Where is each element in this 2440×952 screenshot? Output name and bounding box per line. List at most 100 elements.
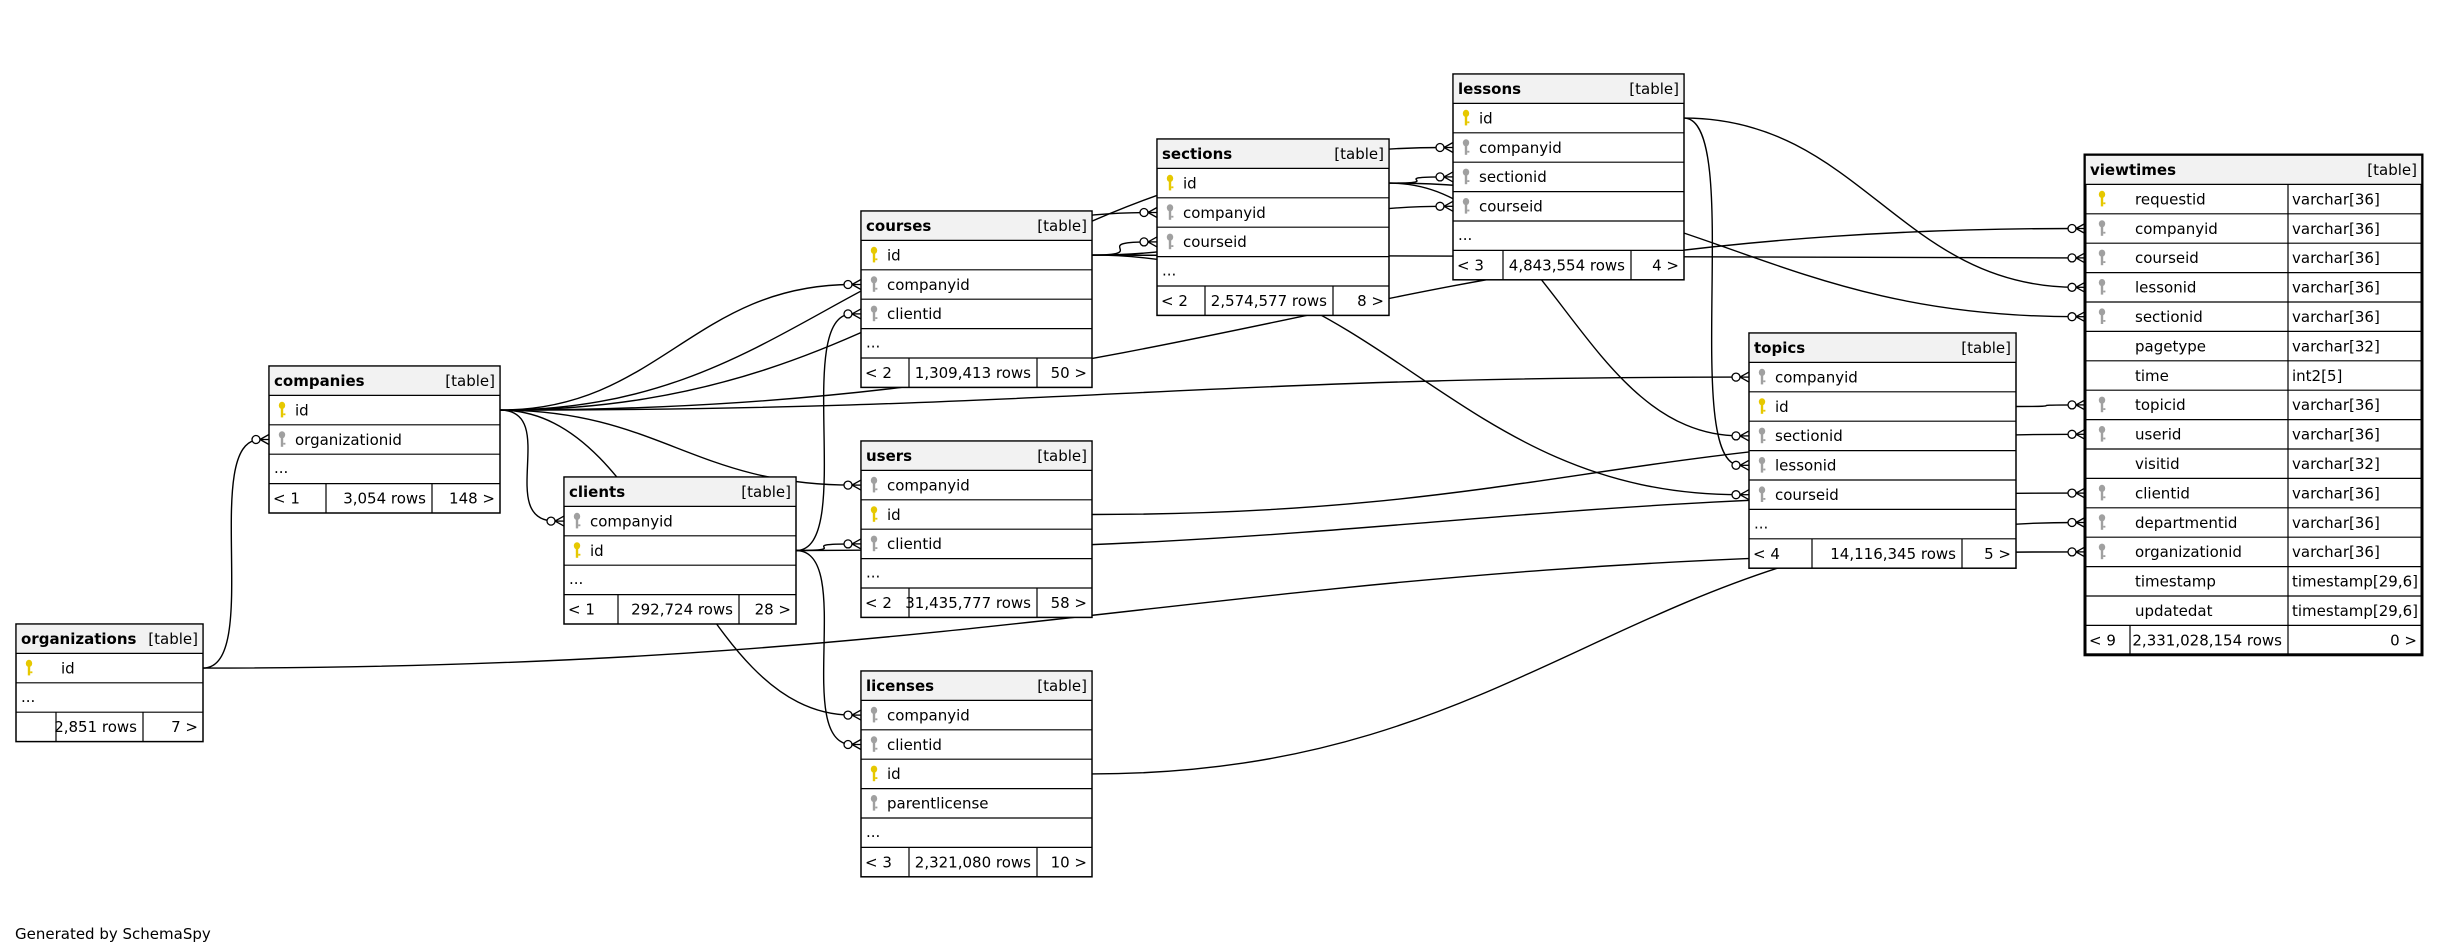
child-count[interactable]: 7 >: [171, 718, 198, 736]
relationship-line[interactable]: [499, 409, 556, 522]
column-row-companyid[interactable]: companyid: [870, 276, 970, 294]
column-row-clientid[interactable]: clientid: [870, 535, 942, 553]
column-row-companyid[interactable]: companyid: [1462, 139, 1562, 157]
column-row-id[interactable]: id: [870, 765, 901, 783]
column-row-id[interactable]: id: [278, 401, 309, 419]
foreign-key-icon: [870, 706, 878, 723]
column-name: departmentid: [2135, 514, 2237, 532]
column-row-parentlicense[interactable]: parentlicense: [870, 795, 989, 813]
column-row-sectionid[interactable]: sectionid: [1462, 168, 1547, 186]
table-name[interactable]: companies: [274, 372, 365, 390]
child-count[interactable]: 148 >: [449, 490, 495, 508]
column-row-companyid[interactable]: companyid: [870, 476, 970, 494]
child-count[interactable]: 50 >: [1051, 364, 1087, 382]
relationship-line[interactable]: [795, 313, 853, 552]
column-row-id[interactable]: id: [573, 542, 604, 560]
child-count[interactable]: 0 >: [2390, 631, 2417, 649]
relationship-line[interactable]: [1683, 117, 1741, 466]
parent-count[interactable]: < 3: [1457, 256, 1484, 274]
column-row-id[interactable]: id: [870, 506, 901, 524]
column-row-companyid[interactable]: companyid: [573, 512, 673, 530]
column-row-clientid[interactable]: clientid: [870, 305, 942, 323]
column-row-id[interactable]: id: [1758, 398, 1789, 416]
column-row-companyid[interactable]: companyid: [870, 706, 970, 724]
column-row-id[interactable]: id: [870, 246, 901, 264]
table-name[interactable]: organizations: [21, 630, 137, 648]
column-row-id[interactable]: id: [1166, 174, 1197, 192]
column-row-clientid[interactable]: clientid: [870, 736, 942, 754]
column-row-companyid[interactable]: companyid: [1758, 368, 1858, 386]
column-row-organizationid[interactable]: organizationid: [278, 431, 402, 449]
table-name[interactable]: clients: [569, 483, 625, 501]
column-name: parentlicense: [887, 795, 989, 813]
relationship-line[interactable]: [2015, 404, 2077, 408]
parent-count[interactable]: < 2: [865, 364, 892, 382]
parent-count[interactable]: < 1: [273, 490, 300, 508]
relationship-line[interactable]: [202, 551, 2077, 669]
parent-count[interactable]: < 2: [1161, 292, 1188, 310]
relationship-line[interactable]: [499, 409, 853, 486]
parent-count[interactable]: < 9: [2089, 631, 2116, 649]
child-count[interactable]: 8 >: [1357, 292, 1384, 310]
table-lessons[interactable]: lessons[table]idcompanyidsectionidcourse…: [1452, 73, 1685, 281]
table-name[interactable]: sections: [1162, 145, 1232, 163]
parent-count[interactable]: < 3: [865, 853, 892, 871]
relationship-line[interactable]: [499, 227, 2077, 411]
relationship-line[interactable]: [1683, 117, 2077, 288]
parent-count[interactable]: < 2: [865, 594, 892, 612]
crows-foot-marker: [2067, 546, 2086, 558]
child-count[interactable]: 10 >: [1051, 853, 1087, 871]
column-row-courseid[interactable]: courseid: [1758, 486, 1839, 504]
relationship-line[interactable]: [499, 376, 1741, 411]
relationship-line[interactable]: [795, 549, 853, 746]
relationship-line[interactable]: [1388, 182, 1741, 437]
foreign-key-icon: [870, 736, 878, 752]
table-topics[interactable]: topics[table]companyididsectionidlessoni…: [1748, 332, 2017, 569]
parent-count[interactable]: < 4: [1753, 545, 1780, 563]
table-name[interactable]: users: [866, 447, 912, 465]
table-name[interactable]: licenses: [866, 677, 934, 695]
table-name[interactable]: topics: [1754, 339, 1805, 357]
child-count[interactable]: 58 >: [1051, 594, 1087, 612]
parent-count[interactable]: < 1: [568, 601, 595, 619]
foreign-key-icon: [2098, 426, 2106, 442]
column-row-courseid[interactable]: courseid: [1462, 198, 1543, 216]
child-count[interactable]: 4 >: [1652, 256, 1679, 274]
relationship-line[interactable]: [499, 283, 853, 411]
table-name[interactable]: courses: [866, 217, 931, 235]
table-name[interactable]: lessons: [1458, 80, 1521, 98]
column-row-id[interactable]: id: [25, 659, 75, 677]
table-licenses[interactable]: licenses[table]companyidclientididparent…: [860, 670, 1093, 878]
child-count[interactable]: 5 >: [1984, 545, 2011, 563]
child-count[interactable]: 28 >: [755, 601, 791, 619]
relationship-line[interactable]: [202, 438, 261, 669]
column-row-sectionid[interactable]: sectionid: [1758, 427, 1843, 445]
column-row-courseid[interactable]: courseid: [1166, 233, 1247, 251]
column-row-id[interactable]: id: [1462, 109, 1493, 127]
column-row-lessonid[interactable]: lessonid: [1758, 457, 1837, 475]
column-row-companyid[interactable]: companyid: [1166, 204, 1266, 222]
table-name[interactable]: viewtimes: [2090, 161, 2176, 179]
